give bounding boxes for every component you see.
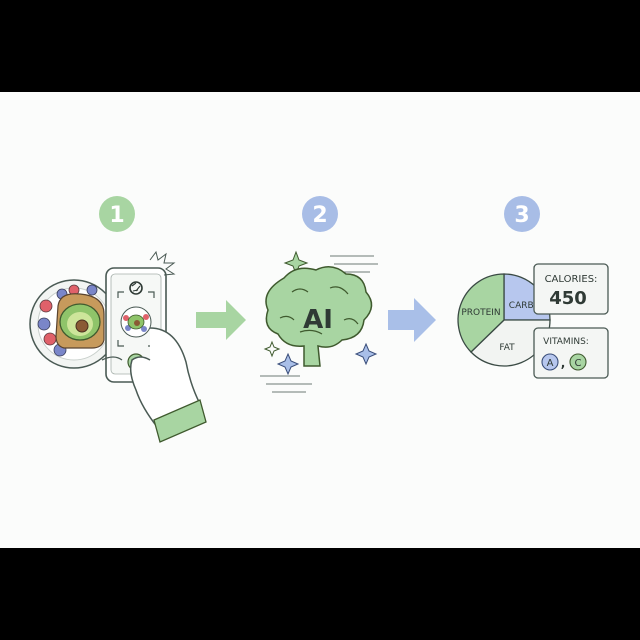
pie-label-fat: FAT xyxy=(499,343,515,353)
food-plate xyxy=(29,279,119,369)
vitamins-label: VITAMINS: xyxy=(543,337,589,347)
step-badge-1: 1 xyxy=(99,196,135,232)
circuit-lines xyxy=(260,255,378,393)
calories-label: CALORIES: xyxy=(545,274,598,285)
vitamin-separator: , xyxy=(561,356,566,370)
calories-card: CALORIES: 450 xyxy=(533,263,609,315)
step-number-2: 2 xyxy=(312,203,327,228)
camera-shutter-icon xyxy=(129,281,143,295)
flash-icon xyxy=(149,250,176,276)
pie-label-protein: PROTEIN xyxy=(461,308,500,318)
step-badge-2: 2 xyxy=(302,196,338,232)
step-badge-3: 3 xyxy=(504,196,540,232)
vitamin-c-text: C xyxy=(575,358,582,369)
vitamins-card: VITAMINS: A , C xyxy=(533,327,609,379)
ai-text: AI xyxy=(303,305,333,335)
step-number-1: 1 xyxy=(109,203,124,228)
pie-slice-protein xyxy=(457,273,505,353)
arrow-right-icon xyxy=(196,300,246,340)
brain-icon: AI xyxy=(265,266,373,367)
arrow-right-icon xyxy=(388,298,436,342)
vitamin-c-badge xyxy=(569,353,587,371)
sparkle-icon xyxy=(263,250,378,376)
sleeve-cuff xyxy=(153,399,207,443)
hand xyxy=(101,327,207,443)
vitamin-a-badge xyxy=(541,353,559,371)
diagram-stage: 1 2 3 xyxy=(0,92,640,548)
vitamin-a-text: A xyxy=(547,358,554,369)
pie-label-carbs: CARBS xyxy=(509,301,540,311)
calories-value: 450 xyxy=(549,288,587,309)
step-number-3: 3 xyxy=(514,203,529,228)
